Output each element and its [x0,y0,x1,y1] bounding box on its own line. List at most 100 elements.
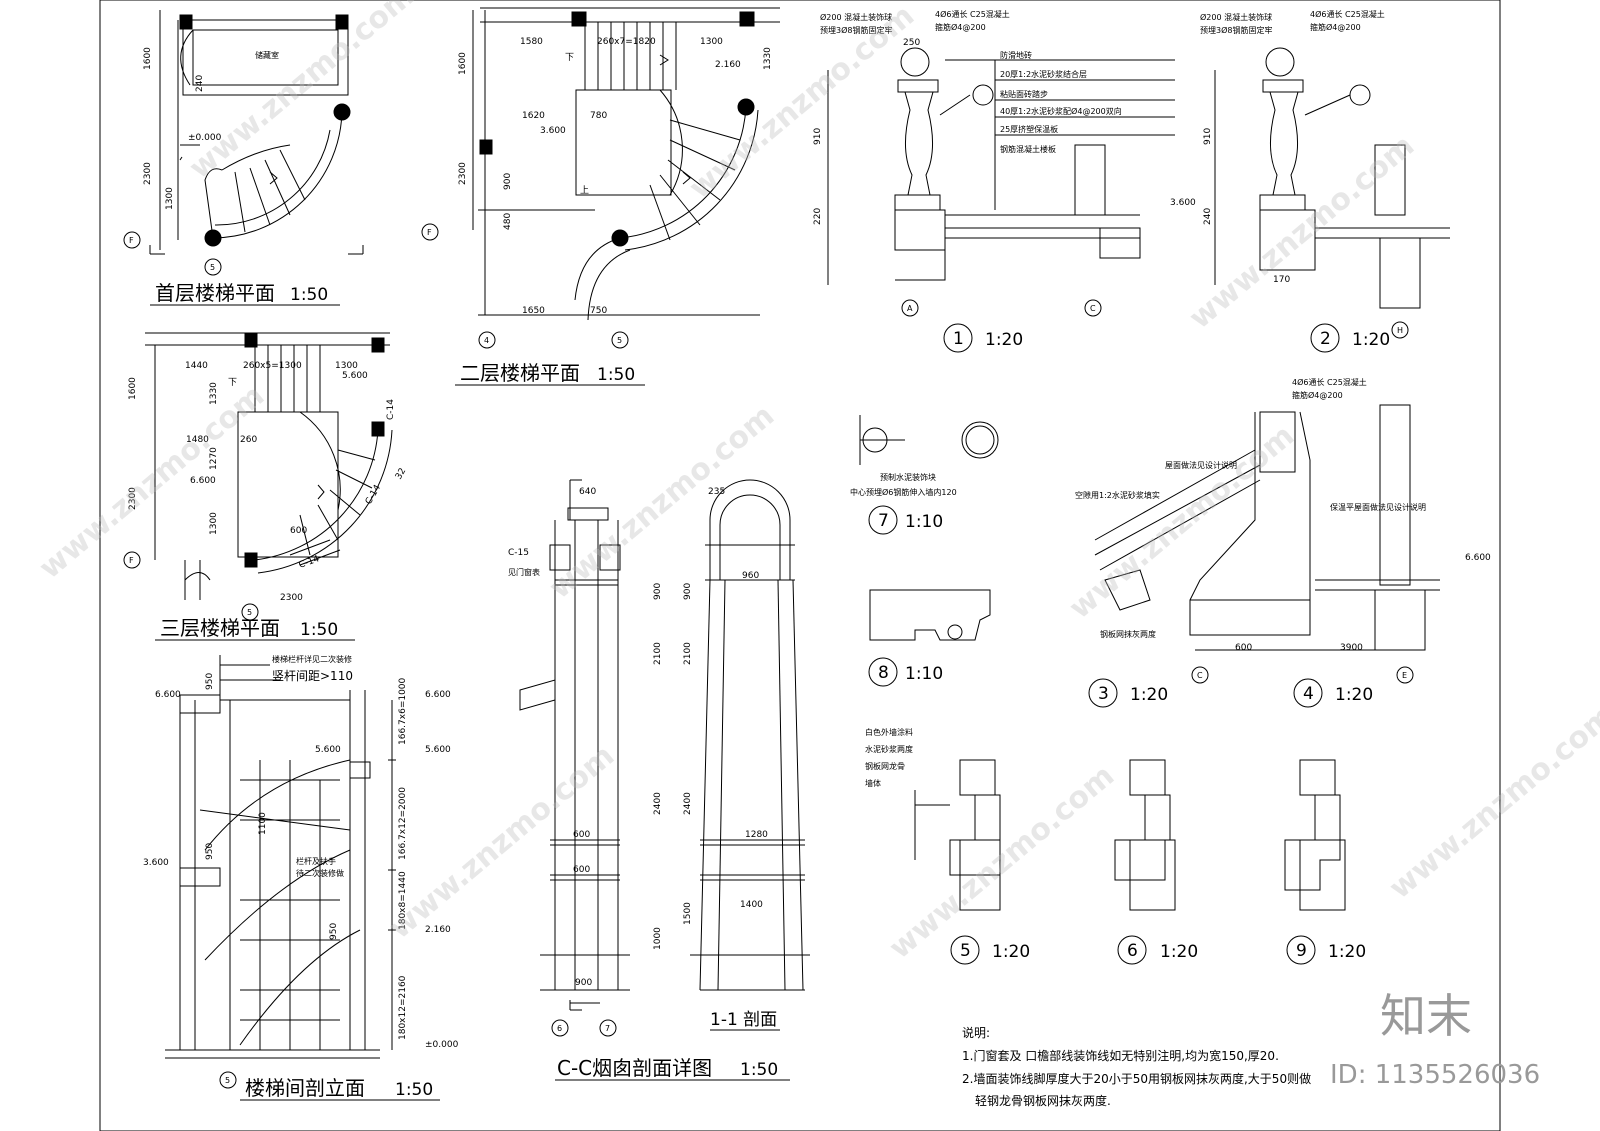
dim-p3-600: 600 [290,526,307,536]
title-chimney: C-C烟囱剖面详图 [557,1056,712,1080]
detail-2-number: 2 [1320,329,1331,349]
mark-p2-down: 下 [565,53,574,63]
chimney-dim-900r: 900 [683,583,693,600]
detail-2-scale: 1:20 [1352,330,1390,350]
elev-dim-1: 166.7x6=1000 [398,677,408,745]
detail-3-4-drawing [1094,404,1440,684]
d1-layer-6: 钢筋混凝土楼板 [1000,144,1056,154]
d1-dim-220: 220 [813,208,823,225]
dim-p1-270: 240 [195,75,205,92]
d2-dim-910: 910 [1203,128,1213,145]
d5-note-4: 墙体 [865,778,881,788]
chimney-dim-2400r: 2400 [683,792,693,815]
chimney-dim-640: 640 [579,487,596,497]
chimney-dim-900b: 900 [575,978,592,988]
detail-5-number: 5 [960,941,971,961]
explain-line-1: 1.门窗套及 口檐部线装饰线如无特别注明,均为宽150,厚20. [962,1048,1279,1063]
d2-dim-240: 240 [1203,208,1213,225]
dim-p3-32: 32 [394,467,408,482]
elev-dim-950a: 950 [205,673,215,690]
chimney-dim-2100r: 2100 [683,642,693,665]
axis-7-chimney: 7 [605,1024,610,1033]
detail-4-bubble [1293,678,1323,708]
detail-5-scale: 1:20 [992,942,1030,962]
d1-dim-250: 250 [903,38,920,48]
detail-8-number: 8 [878,663,889,683]
axis-f-1: F [129,236,134,245]
label-p3-c14: C-14 [386,399,396,420]
chimney-dim-1500: 1500 [683,902,693,925]
axis-e-d4: E [1402,671,1407,680]
chimney-dim-600: 600 [573,830,590,840]
explain-line-3: 轻钢龙骨钢板网抹灰两度. [975,1093,1111,1108]
chimney-dim-2400: 2400 [653,792,663,815]
elev-dim-3: 180x8=1440 [398,871,408,930]
watermark-1: www.znzmo.com [183,0,421,186]
axis-6-chimney: 6 [557,1024,562,1033]
detail-3-number: 3 [1098,684,1109,704]
detail-5-bubble [950,935,980,965]
dim-p3-1300v: 1300 [209,512,219,535]
level-p3-6600: 6.600 [190,476,216,486]
watermark-8: www.znzmo.com [883,758,1121,966]
scale-elevation: 1:50 [395,1080,433,1100]
detail-8-drawing [869,589,991,641]
d5-note-3: 钢板网龙骨 [865,761,905,771]
scale-first-floor: 1:50 [290,285,328,305]
dim-p2-750: 750 [590,306,607,316]
detail-1-bubble [943,323,973,353]
scale-chimney: 1:50 [740,1060,778,1080]
d3-dim-600: 600 [1235,643,1252,653]
mark-p2-up: 上 [580,185,589,196]
axis-h-d2: H [1397,326,1403,335]
elev-level-2160: 2.160 [425,925,451,935]
mark-p3-down: 下 [228,378,237,388]
d7-note: 中心预埋Ø6钢筋伸入墙内120 [850,487,957,497]
detail-3-scale: 1:20 [1130,685,1168,705]
explain-head: 说明: [962,1025,990,1040]
axis-5-1: 5 [210,263,215,272]
watermark-9: www.znzmo.com [1383,698,1600,906]
detail-7-number: 7 [878,511,889,531]
detail-9-number: 9 [1296,941,1307,961]
label-p3-c14b: C-14 [364,483,383,506]
elev-level-5600r: 5.600 [425,745,451,755]
d1-note-bar1: 4Ø6通长 C25混凝土 [935,9,1010,19]
level-p2-3600: 3.600 [540,126,566,136]
d1-note-top2: 预埋3Ø8钢筋固定牢 [820,25,892,35]
dim-p1-1600: 1600 [143,47,153,70]
axis-4-2: 4 [484,336,489,345]
elev-dim-1100: 1100 [258,812,268,835]
first-floor-plan [123,10,364,276]
d1-note-top1: Ø200 混凝土装饰球 [820,12,892,22]
detail-4-number: 4 [1303,684,1314,704]
dim-p2-1620: 1620 [522,111,545,121]
level-p3-5600: 5.600 [342,371,368,381]
dim-p2-1300: 1300 [700,37,723,47]
dim-p3-1440: 1440 [185,361,208,371]
d1-layer-3: 粘贴面砖踏步 [1000,89,1048,99]
chimney-dim-1000: 1000 [653,927,663,950]
d5-note-2: 水泥砂浆两度 [865,744,913,754]
detail-8-scale: 1:10 [905,664,943,684]
d1-note-bar2: 箍筋Ø4@200 [935,22,986,32]
dim-p2-1330: 1330 [763,47,773,70]
detail-1-drawing [827,47,1175,317]
d1-layer-2: 20厚1:2水泥砂浆结合层 [1000,69,1087,79]
elev-dim-4: 180x12=2160 [398,975,408,1040]
detail-7-scale: 1:10 [905,512,943,532]
scale-third-floor: 1:50 [300,620,338,640]
detail-6-bubble [1117,935,1147,965]
level-p2-2160: 2.160 [715,60,741,70]
elev-level-0: ±0.000 [425,1040,459,1050]
detail-9-bubble [1286,935,1316,965]
room-label: 储藏室 [255,50,279,60]
brand-logo: 知末 [1380,989,1472,1043]
elev-level-5600: 5.600 [315,745,341,755]
elev-level-3600: 3.600 [143,858,169,868]
detail-1-scale: 1:20 [985,330,1023,350]
elev-level-6600r: 6.600 [425,690,451,700]
title-second-floor: 二层楼梯平面 [460,361,580,385]
axis-f-3: F [129,556,134,565]
